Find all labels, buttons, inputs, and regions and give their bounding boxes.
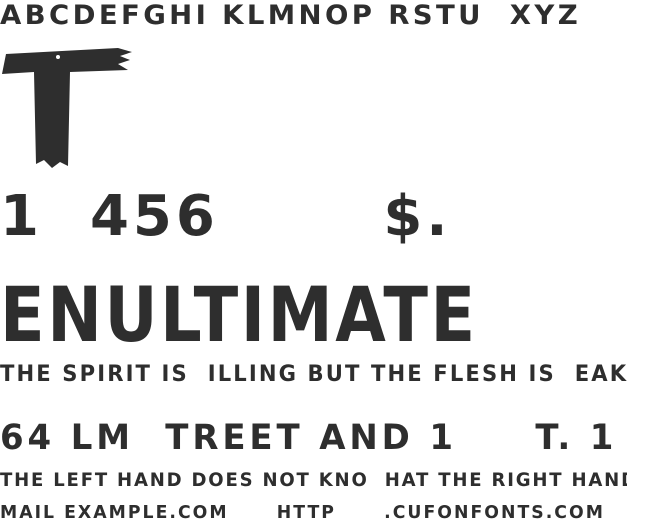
numerals-line: 1 456 $. * <box>0 184 660 244</box>
big-glyph-t <box>0 44 140 170</box>
sample-sentence-2: THE LEFT HAND DOES NOT KNO HAT THE RIGHT… <box>0 469 627 491</box>
alphabet-line: ABCDEFGHI KLMNOP RSTU XYZ <box>0 0 582 30</box>
sample-address: 64 LM TREET AND 1 T. 1 <box>0 418 618 458</box>
big-t-shape <box>2 48 132 168</box>
sample-sentence-1: THE SPIRIT IS ILLING BUT THE FLESH IS EA… <box>0 362 629 387</box>
footer-urls: MAIL EXAMPLE.COM HTTP .CUFONFONTS.COM <box>0 502 605 523</box>
font-name-title: ENULTIMATE <box>0 270 478 350</box>
